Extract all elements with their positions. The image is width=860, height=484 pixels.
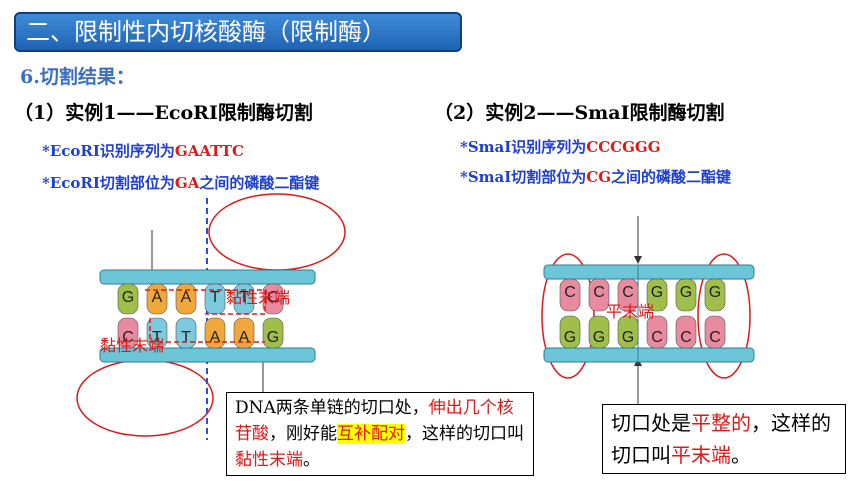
base-block: [262, 283, 284, 315]
base-block: [233, 317, 255, 349]
base-block: [646, 315, 668, 349]
base-letter: T: [152, 329, 162, 346]
base-letter: G: [709, 284, 721, 301]
top-strand: [543, 264, 755, 280]
slide-title: 二、限制性内切核酸酶（限制酶）: [14, 12, 462, 52]
sticky-end-label-bottom: 黏性末端: [100, 336, 165, 355]
base-block: [146, 317, 168, 349]
base-letter: T: [210, 289, 220, 306]
blunt-end-label: 平末端: [606, 302, 655, 321]
base-block: [588, 315, 610, 349]
base-letter: C: [709, 329, 721, 346]
base-block: [117, 283, 139, 315]
sticky-end-label-top: 黏性末端: [226, 288, 291, 307]
highlight-ellipse-top: [208, 193, 346, 271]
base-letter: C: [651, 329, 663, 346]
highlight-ellipse-bottom: [76, 359, 214, 437]
base-block: [675, 278, 697, 312]
base-block: [559, 315, 581, 349]
base-letter: G: [680, 284, 692, 301]
sticky-end-note: DNA两条单链的切口处，伸出几个核苷酸，刚好能互补配对，这样的切口叫黏性末端。: [226, 392, 534, 476]
base-letter: T: [239, 289, 249, 306]
top-strand: [99, 269, 316, 285]
example2-rule1: *SmaⅠ识别序列为CCCGGG: [460, 138, 661, 156]
base-letter: G: [564, 329, 576, 346]
base-letter: C: [122, 329, 134, 346]
base-block: [175, 283, 197, 315]
base-letter: G: [622, 329, 634, 346]
blunt-end-note: 切口处是平整的，这样的切口叫平末端。: [602, 404, 846, 474]
base-block: [559, 278, 581, 312]
left-end-ellipse: [541, 253, 595, 379]
base-block: [262, 317, 284, 349]
base-letter: C: [564, 284, 576, 301]
base-letter: G: [122, 289, 134, 306]
base-block: [617, 315, 639, 349]
example1-rule2: *EcoRⅠ切割部位为GA之间的磷酸二酯键: [42, 174, 320, 192]
example2-rule2: *SmaⅠ切割部位为CG之间的磷酸二酯键: [460, 168, 732, 186]
example1-heading: （1）实例1——EcoRⅠ限制酶切割: [14, 102, 313, 124]
subtitle: 6.切割结果：: [20, 66, 135, 88]
base-block: [675, 315, 697, 349]
base-block: [588, 278, 610, 312]
base-block: [146, 283, 168, 315]
base-letter: C: [593, 284, 605, 301]
base-letter: G: [593, 329, 605, 346]
base-letter: A: [152, 289, 163, 306]
bottom-strand: [99, 347, 316, 363]
example2-heading: （2）实例2——SmaⅠ限制酶切割: [434, 102, 725, 124]
right-end-ellipse: [697, 253, 751, 379]
base-letter: C: [680, 329, 692, 346]
base-letter: G: [651, 284, 663, 301]
base-letter: A: [210, 329, 221, 346]
base-letter: A: [239, 329, 250, 346]
base-letter: C: [267, 289, 279, 306]
base-letter: G: [267, 329, 279, 346]
base-block: [117, 317, 139, 349]
base-block: [646, 278, 668, 312]
base-block: [704, 315, 726, 349]
base-block: [175, 317, 197, 349]
bottom-strand: [543, 347, 755, 363]
base-block: [617, 278, 639, 312]
base-letter: T: [181, 329, 191, 346]
base-letter: A: [181, 289, 192, 306]
base-block: [204, 317, 226, 349]
example1-rule1: *EcoRⅠ识别序列为GAATTC: [42, 142, 244, 160]
base-letter: C: [622, 284, 634, 301]
base-block: [704, 278, 726, 312]
